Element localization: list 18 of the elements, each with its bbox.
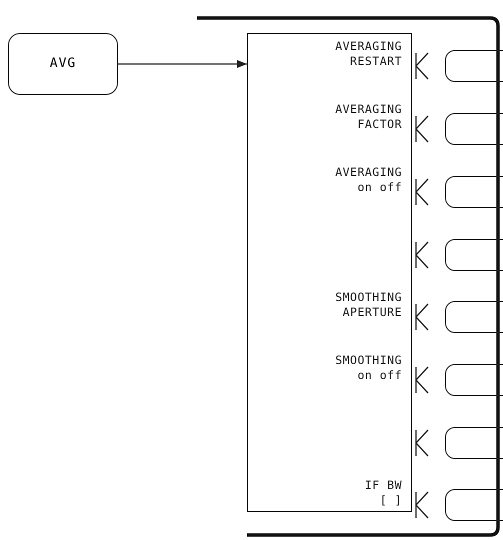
- softkey-button: [445, 176, 503, 208]
- softkey-button: [445, 113, 503, 145]
- hardkey-box: [8, 33, 118, 95]
- softkey-label: AVERAGING on off: [334, 165, 402, 195]
- softkey-label: SMOOTHING APERTURE: [334, 290, 402, 320]
- softkey-button: [445, 301, 503, 333]
- softkey-label: IF BW [ ]: [364, 478, 402, 508]
- softkey-label: SMOOTHING on off: [334, 353, 402, 383]
- key-label: AVG: [48, 56, 78, 71]
- softkey-button: [445, 50, 503, 82]
- softkey-button: [445, 489, 503, 521]
- softkey-menu-panel: [247, 33, 412, 512]
- arrow: [118, 60, 247, 68]
- softkey-button: [445, 239, 503, 271]
- softkey-label: AVERAGING FACTOR: [334, 102, 402, 132]
- softkey-button: [445, 427, 503, 459]
- softkey-label: AVERAGING RESTART: [334, 39, 402, 69]
- softkey-button: [445, 364, 503, 396]
